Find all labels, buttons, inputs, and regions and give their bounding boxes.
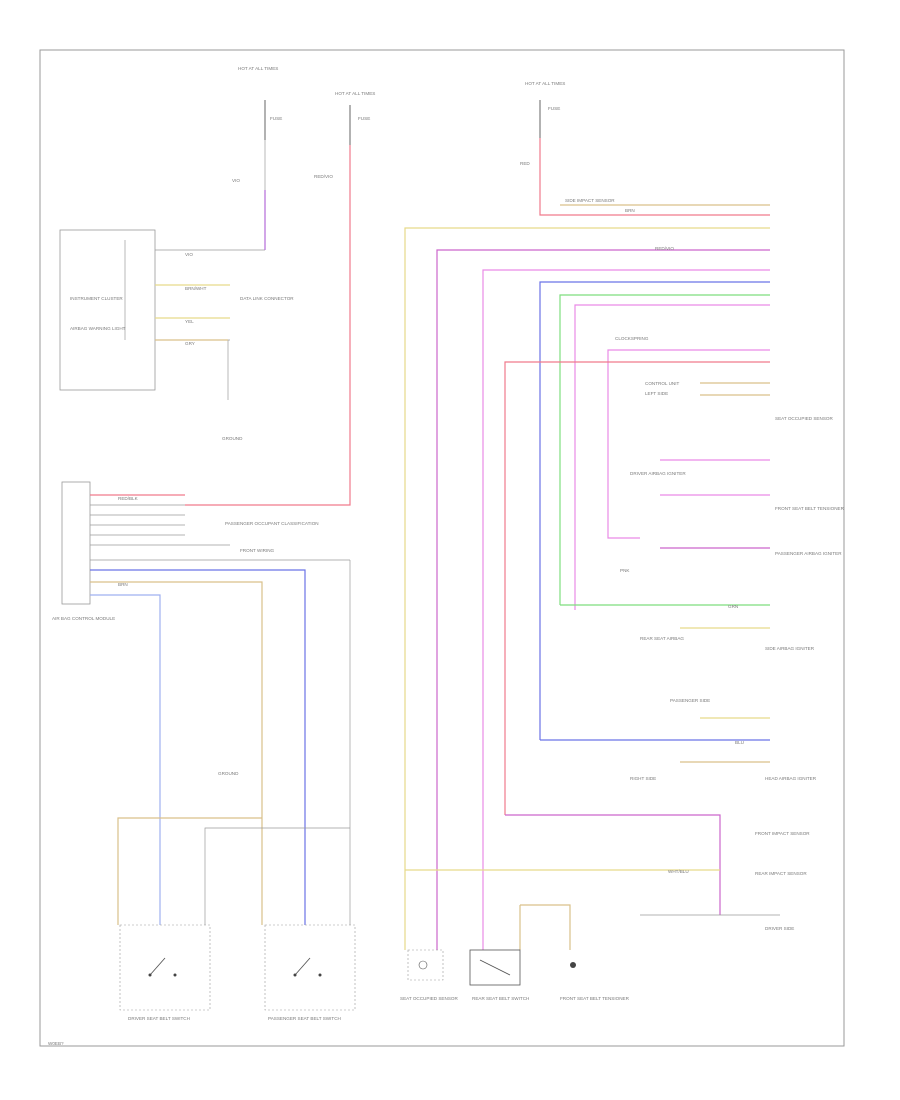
label-front-wiring: FRONT WIRING [240,548,275,553]
wire-label-redblk-1: RED/BLK [118,496,139,501]
wire-label-red-1: RED [520,161,530,166]
wire-label-brn-1: BRN [118,582,128,587]
label-driver-airbag: DRIVER AIRBAG IGNITER [630,471,686,476]
label-fuse-right: FUSE [548,106,560,111]
wire-label-grn-1: GRN [728,604,738,609]
label-control-unit: CONTROL UNIT [645,381,679,386]
label-poc: PASSENGER OCCUPANT CLASSIFICATION [225,521,319,526]
wire-label-vio-1: VIO [232,178,240,183]
label-instrument-cluster: INSTRUMENT CLUSTER [70,296,123,301]
label-tensioner: FRONT SEAT BELT TENSIONER [560,996,630,1001]
wire-label-brn-2: BRN [625,208,635,213]
right-wire-harness [404,138,780,950]
label-rear-belt: REAR SEAT BELT SWITCH [472,996,529,1001]
label-warning-light: AIRBAG WARNING LIGHT [70,326,126,331]
wire-label-vio-2: VIO [185,252,193,257]
wire-label-pnk-1: PNK [620,568,630,573]
label-side-airbag: SIDE AIRBAG IGNITER [765,646,815,651]
label-passenger-airbag: PASSENGER AIRBAG IGNITER [775,551,842,556]
label-fuse-left: FUSE [270,116,282,121]
label-front-tensioner: FRONT SEAT BELT TENSIONER [775,506,845,511]
label-rear-impact: REAR IMPACT SENSOR [755,871,807,876]
wire-label-redvio-1: RED/VIO [314,174,333,179]
label-driver-side: DRIVER SIDE [765,926,794,931]
label-ground-1: GROUND [222,436,243,441]
diagram-frame [39,49,845,1047]
label-seat-occupied: SEAT OCCUPIED SENSOR [775,416,833,421]
label-head-airbag: HEAD AIRBAG IGNITER [765,776,817,781]
tensioner: FRONT SEAT BELT TENSIONER [560,962,630,1001]
right-labels: SIDE IMPACT SENSOR BRN RED/VIO CLOCKSPRI… [565,198,845,931]
wire-label-redvio-2: RED/VIO [655,246,674,251]
left-wire-harness [90,145,351,925]
wire-label-whtblu-1: WHT/BLU [668,869,689,874]
label-fuse-center: FUSE [358,116,370,121]
label-ground-2: GROUND [218,771,239,776]
power-feed-left: HOT AT ALL TIMES FUSE VIO [232,66,282,190]
label-dlc: DATA LINK CONNECTOR [240,296,294,301]
label-front-impact: FRONT IMPACT SENSOR [755,831,810,836]
label-abcm: AIR BAG CONTROL MODULE [52,616,115,621]
wire-label-brnwht-1: BRN/WHT [185,286,207,291]
label-hot-right: HOT AT ALL TIMES [525,81,565,86]
power-feed-center: HOT AT ALL TIMES FUSE RED/VIO [314,91,375,179]
label-driver-belt: DRIVER SEAT BELT SWITCH [128,1016,190,1021]
label-clockspring: CLOCKSPRING [615,336,649,341]
label-rear-airbag: REAR SEAT AIRBAG [640,636,684,641]
label-passenger-belt: PASSENGER SEAT BELT SWITCH [268,1016,341,1021]
label-side-impact: SIDE IMPACT SENSOR [565,198,615,203]
page-code: W0EB? [48,1041,64,1046]
wire-label-gry-1: GRY [185,341,195,346]
instrument-cluster: INSTRUMENT CLUSTER AIRBAG WARNING LIGHT … [59,229,294,441]
passenger-belt-switch: PASSENGER SEAT BELT SWITCH [264,924,356,1021]
label-seat-sensor: SEAT OCCUPIED SENSOR [400,996,458,1001]
power-feed-right: HOT AT ALL TIMES FUSE RED [520,81,565,166]
wire-label-blu-1: BLU [735,740,744,745]
label-passenger-side: PASSENGER SIDE [670,698,710,703]
driver-belt-switch: DRIVER SEAT BELT SWITCH [119,924,211,1021]
seat-sensor: SEAT OCCUPIED SENSOR [400,949,458,1001]
label-left-side: LEFT SIDE [645,391,668,396]
wire-label-yel-1: YEL [185,319,194,324]
label-hot-left: HOT AT ALL TIMES [238,66,278,71]
label-hot-center: HOT AT ALL TIMES [335,91,375,96]
label-right-side: RIGHT SIDE [630,776,656,781]
rear-belt-switch: REAR SEAT BELT SWITCH [469,949,529,1001]
